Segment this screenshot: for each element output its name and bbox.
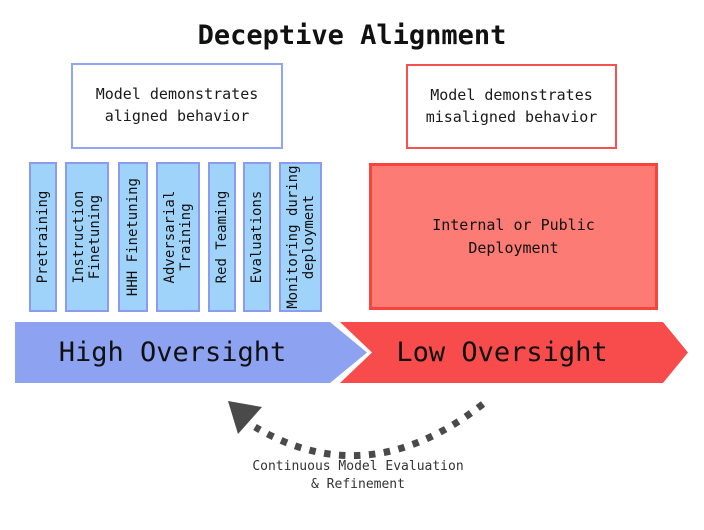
high-oversight-label: High Oversight — [58, 337, 287, 368]
aligned-behavior-box: Model demonstrates aligned behavior — [71, 63, 283, 149]
aligned-behavior-line1: Model demonstrates — [95, 85, 259, 104]
stage-bar-evaluations: Evaluations — [243, 162, 271, 312]
misaligned-behavior-line2: misaligned behavior — [425, 107, 598, 126]
stage-bar-red-teaming: Red Teaming — [208, 162, 236, 312]
deployment-line2: Deployment — [468, 238, 559, 257]
feedback-arrowhead-icon — [228, 401, 262, 434]
deployment-line1: Internal or Public — [432, 216, 595, 234]
stage-bar-hhh-finetuning: HHH Finetuning — [118, 162, 148, 312]
stage-bar-adversarial-training: Adversarial Training — [156, 162, 200, 312]
stage-bar-instruction-finetuning: Instruction Finetuning — [65, 162, 109, 312]
feedback-caption-line2: & Refinement — [311, 476, 405, 492]
stage-label: Adversarial Training — [161, 190, 194, 284]
feedback-loop-arc — [253, 401, 486, 460]
low-oversight-label: Low Oversight — [396, 337, 608, 368]
stage-bar-pretraining: Pretraining — [29, 162, 57, 312]
misaligned-behavior-line1: Model demonstrates — [430, 85, 593, 104]
feedback-caption-line1: Continuous Model Evaluation — [252, 459, 464, 474]
stage-label: Pretraining — [34, 190, 51, 284]
deployment-box: Internal or Public Deployment — [369, 163, 658, 310]
stage-label: Red Teaming — [213, 190, 230, 284]
stage-label: Monitoring during deployment — [284, 165, 317, 309]
feedback-loop-caption: Continuous Model Evaluation & Refinement — [208, 458, 508, 493]
stage-label: HHH Finetuning — [124, 178, 141, 297]
misaligned-behavior-box: Model demonstrates misaligned behavior — [406, 64, 617, 149]
stage-bar-monitoring-deployment: Monitoring during deployment — [279, 162, 322, 312]
aligned-behavior-line2: aligned behavior — [104, 107, 250, 125]
stage-label: Instruction Finetuning — [70, 190, 103, 284]
stage-label: Evaluations — [248, 190, 265, 284]
page-title: Deceptive Alignment — [197, 20, 507, 51]
